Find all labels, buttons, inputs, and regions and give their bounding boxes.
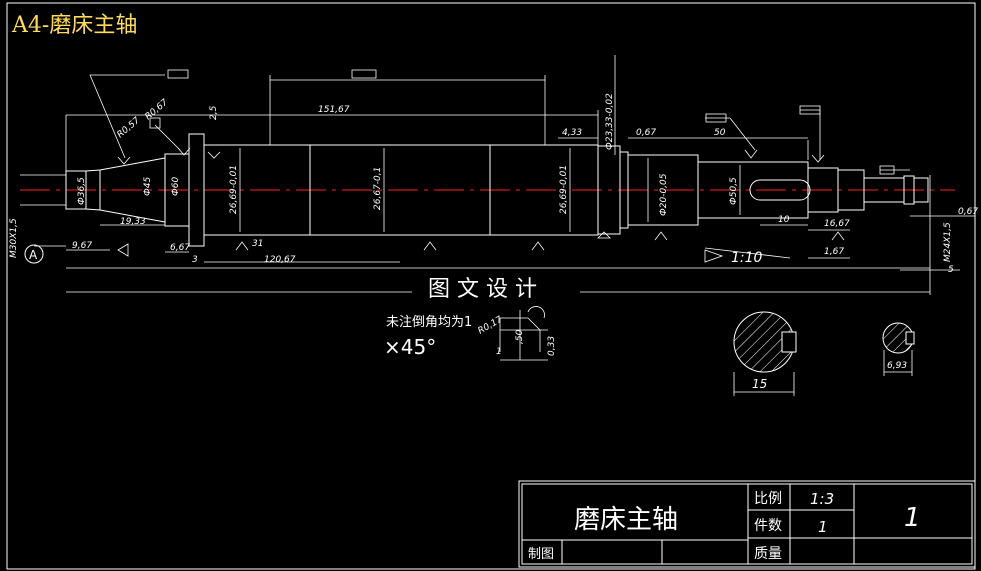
dim-phi-26-mid: 26,67-0,1 [373,167,383,210]
dim-phi-26-left: 26,69-0,01 [229,165,239,214]
sheet-value: 1 [904,503,921,533]
dim-r-0-67: R0,67 [144,98,171,123]
dim-50: 50 [714,128,726,138]
dim-phi-26-right: 26,69-0,01 [559,165,569,214]
thread-m30: M30X1,5 [9,218,19,258]
dim-phi-60: Ф60 [171,177,181,196]
dim-120-67: 120,67 [264,255,296,265]
chamfer-50: ,50 [515,329,525,344]
note-line1: 未注倒角均为1 [386,315,472,330]
title-block [518,480,976,568]
dim-phi-23-33: Ф23,33-0,02 [605,93,615,150]
mass-label: 质量 [754,546,782,562]
surface-marks [117,147,845,263]
dim-0-67-upper: 0,67 [636,128,656,138]
dim-1-67: 1,67 [824,247,844,257]
dim-phi-50-5: Ф50,5 [729,177,739,205]
dim-phi-20: Ф20-0,05 [659,173,669,216]
shaft-thread-left [65,170,87,210]
dim-3: 3 [192,255,198,265]
tolerance-frames [149,69,895,175]
count-value: 1 [818,518,828,536]
chamfer-1: 1 [496,347,502,357]
dim-phi-45: Ф45 [143,177,153,196]
dim-5: 5 [948,265,954,275]
note-line2: ×45° [384,335,436,359]
dim-r-0-57: R0,57 [116,116,143,141]
dimension-texts: 151,67 4,33 0,67 50 R0,67 R0,57 2,5 9,67… [9,93,978,275]
dim-phi-36-5: Ф36,5 [77,177,87,205]
dim-9-67: 9,67 [72,241,92,251]
datum-label: A [29,248,38,262]
section-small-dim: 6,93 [887,361,907,371]
dim-4-33: 4,33 [562,128,582,138]
chamfer-detail [499,306,548,361]
drawn-label: 制图 [528,547,554,562]
datum-circle [24,244,44,264]
dim-31: 31 [252,239,263,249]
dim-0-67-right: 0,67 [958,207,978,217]
thread-m24: M24X1,5 [943,222,953,262]
dim-19-33: 19,33 [120,217,146,227]
chamfer-0-33: 0,33 [547,336,557,356]
title-block-name: 磨床主轴 [574,505,678,535]
scale-label: 比例 [754,491,782,507]
dim-6-67: 6,67 [170,243,190,253]
slope-label: 1:10 [731,250,763,266]
shaft-outline [65,133,929,247]
dim-10: 10 [778,215,790,225]
drawing-title: A4-磨床主轴 [11,13,137,38]
section-large-dim: 15 [752,377,767,391]
scale-value: 1:3 [810,490,834,508]
dim-2-5: 2,5 [209,105,219,120]
section-view-large [733,311,797,396]
section-view-small [882,322,915,376]
dimension-lines [20,55,975,295]
dim-16-67: 16,67 [824,219,850,229]
count-label: 件数 [754,518,782,534]
watermark-bg [412,272,580,302]
dim-total-upper: 151,67 [318,105,350,115]
drawing-border [6,2,976,570]
watermark-text: 图 文 设 计 [428,277,537,302]
